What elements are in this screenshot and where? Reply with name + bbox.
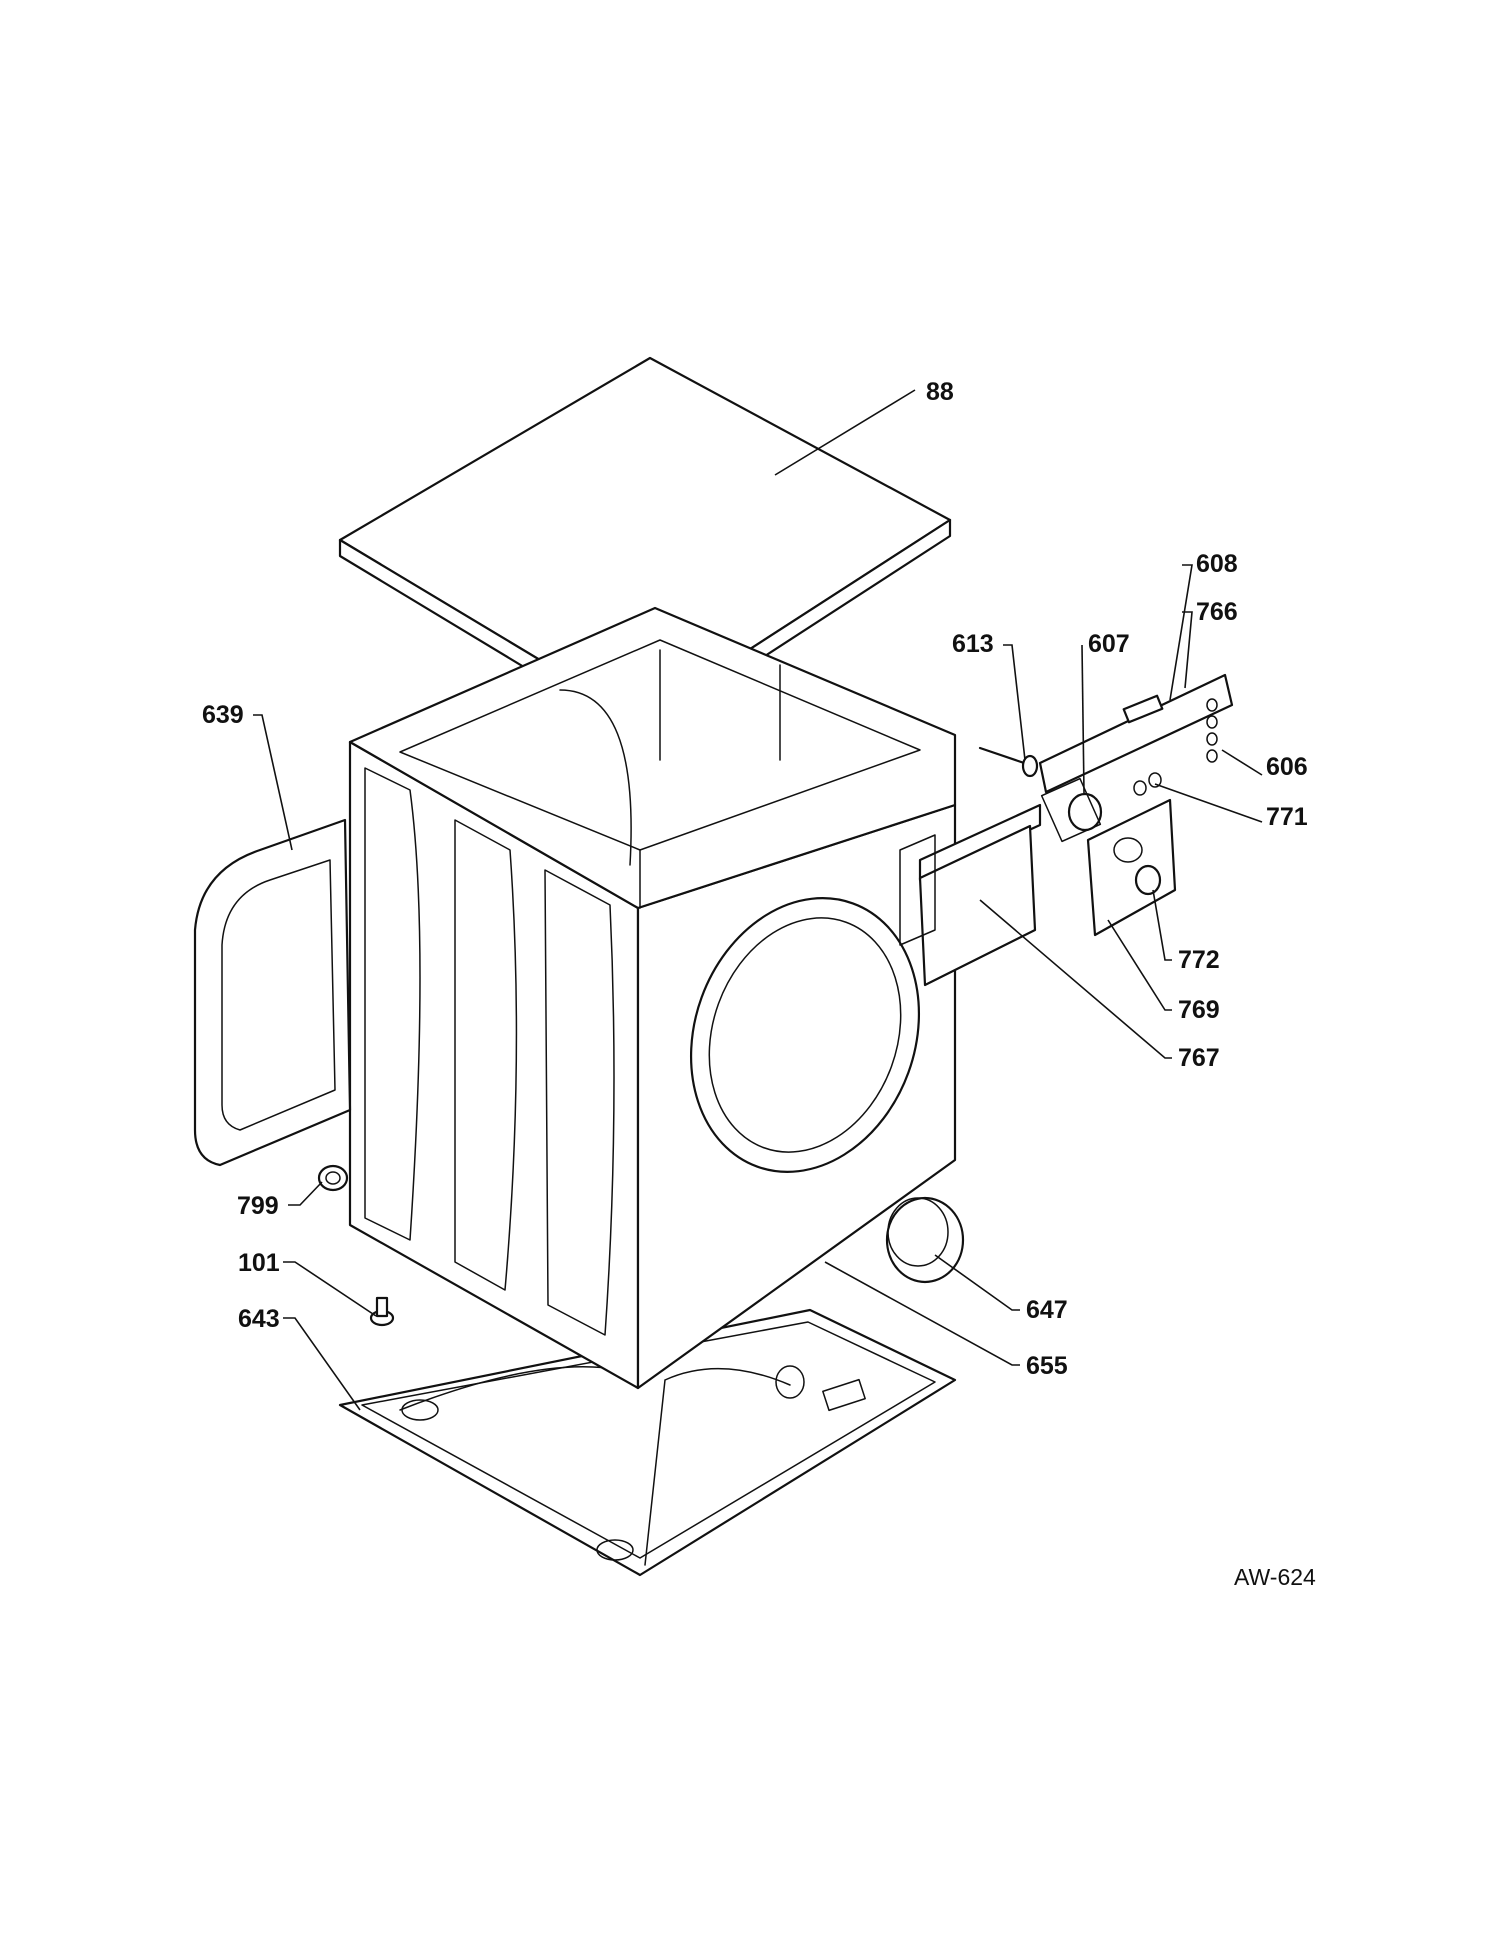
control-panel-assembly [899,673,1234,987]
callout-639: 639 [202,701,244,729]
callout-655: 655 [1026,1352,1068,1380]
callout-88: 88 [926,378,954,406]
callout-647: 647 [1026,1296,1068,1324]
callout-643: 643 [238,1305,280,1333]
callout-labels: 88 608 766 613 607 639 606 771 772 769 7… [202,378,1316,1590]
callout-766: 766 [1196,598,1238,626]
base-pan [338,1308,957,1577]
callout-608: 608 [1196,550,1238,578]
callout-771: 771 [1266,803,1308,831]
callout-606: 606 [1266,753,1308,781]
callout-101: 101 [238,1249,280,1277]
leader-lines [253,389,1263,1411]
cabinet [348,606,965,1390]
diagram-ref-code: AW-624 [1234,1564,1316,1590]
callout-607: 607 [1088,630,1130,658]
callout-767: 767 [1178,1044,1220,1072]
plug-799 [317,1164,349,1192]
callout-613: 613 [952,630,994,658]
callout-769: 769 [1178,996,1220,1024]
leg-101 [369,1296,395,1327]
rear-panel [193,818,352,1167]
callout-772: 772 [1178,946,1220,974]
callout-799: 799 [237,1192,279,1220]
